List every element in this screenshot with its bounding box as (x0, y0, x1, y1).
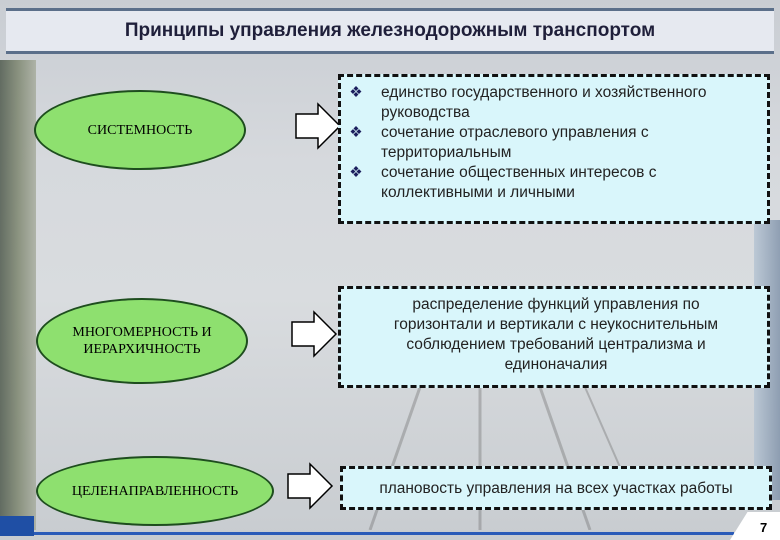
principle-systemic-box: ❖ единство государственного и хозяйствен… (338, 74, 770, 224)
principle-systemic: СИСТЕМНОСТЬ (34, 90, 246, 170)
principle-purposeful-box: плановость управления на всех участках р… (340, 466, 772, 510)
list-item: ❖ единство государственного и хозяйствен… (341, 83, 761, 123)
background-left-scene (0, 60, 36, 530)
principle-multidimensional: МНОГОМЕРНОСТЬ И ИЕРАРХИЧНОСТЬ (36, 298, 248, 384)
principle-multidimensional-label: МНОГОМЕРНОСТЬ И ИЕРАРХИЧНОСТЬ (72, 325, 212, 357)
arrow-right-icon (287, 462, 334, 510)
principle-purposeful: ЦЕЛЕНАПРАВЛЕННОСТЬ (36, 456, 274, 526)
footer-line (34, 532, 734, 535)
diamond-bullet-icon: ❖ (349, 124, 363, 141)
arrow-right-icon (291, 310, 338, 358)
list-item: ❖ сочетание общественных интересов с кол… (341, 163, 761, 203)
diamond-bullet-icon: ❖ (349, 164, 363, 181)
page-number: 7 (760, 520, 768, 535)
list-item: ❖ сочетание отраслевого управления с тер… (341, 123, 761, 163)
diamond-bullet-icon: ❖ (349, 84, 363, 101)
principle-multidimensional-box: распределение функций управления по гори… (338, 286, 770, 388)
arrow-right-icon (295, 102, 342, 150)
slide-title: Принципы управления железнодорожным тран… (124, 20, 656, 41)
principle-purposeful-label: ЦЕЛЕНАПРАВЛЕННОСТЬ (71, 483, 239, 499)
slide-header: Принципы управления железнодорожным тран… (6, 8, 774, 54)
principle-systemic-list: ❖ единство государственного и хозяйствен… (341, 83, 761, 203)
footer-accent-block (0, 516, 34, 536)
principle-purposeful-text: плановость управления на всех участках р… (379, 480, 733, 497)
principle-multidimensional-text: распределение функций управления по гори… (393, 296, 719, 373)
principle-systemic-label: СИСТЕМНОСТЬ (87, 122, 193, 138)
